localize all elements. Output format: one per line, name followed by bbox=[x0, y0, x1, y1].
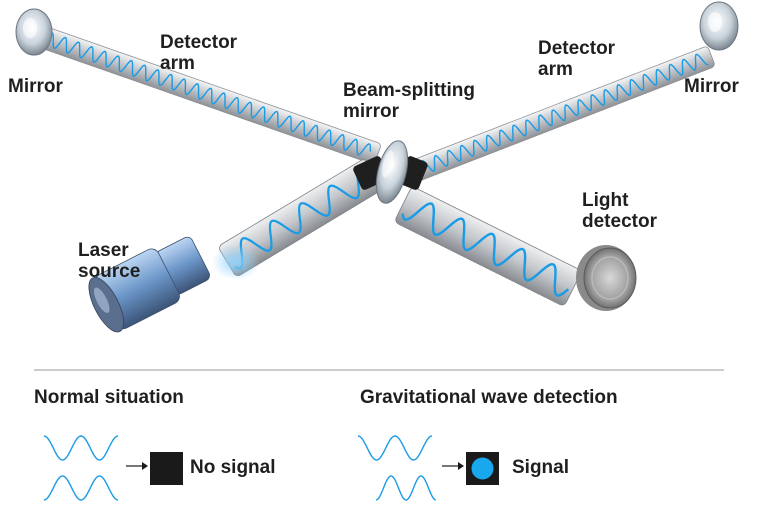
legend-gw-waves bbox=[357, 435, 437, 501]
legend-signal-text: Signal bbox=[512, 457, 570, 478]
mirror-right bbox=[699, 1, 739, 51]
label-mirror-right: Mirror bbox=[684, 76, 739, 97]
label-laser-source: Laser source bbox=[78, 240, 141, 282]
label-mirror-left: Mirror bbox=[8, 76, 63, 97]
legend-normal-title: Normal situation bbox=[34, 387, 184, 408]
mirror-left bbox=[15, 8, 53, 56]
wave-left-arm bbox=[41, 32, 372, 156]
wave-laser-tube bbox=[234, 167, 370, 270]
legend-gw-arrow bbox=[442, 462, 464, 470]
label-detector-arm-left: Detector arm bbox=[160, 32, 238, 74]
wave-detector-tube bbox=[401, 202, 570, 297]
legend-normal-waves bbox=[43, 435, 119, 501]
label-light-detector: Light detector bbox=[582, 190, 657, 232]
signal-dot bbox=[471, 457, 494, 480]
beam-splitting-mirror bbox=[353, 140, 428, 204]
no-signal-box bbox=[150, 452, 183, 485]
wave-right-arm bbox=[420, 53, 709, 177]
light-detector bbox=[576, 245, 637, 311]
legend-normal-arrow bbox=[126, 462, 148, 470]
label-detector-arm-right: Detector arm bbox=[538, 38, 616, 80]
label-beam-splitter: Beam-splitting mirror bbox=[343, 80, 475, 122]
legend-no-signal-text: No signal bbox=[190, 457, 276, 478]
legend-gw-title: Gravitational wave detection bbox=[360, 387, 618, 408]
laser-source bbox=[88, 236, 260, 333]
detector-tube bbox=[395, 187, 581, 306]
